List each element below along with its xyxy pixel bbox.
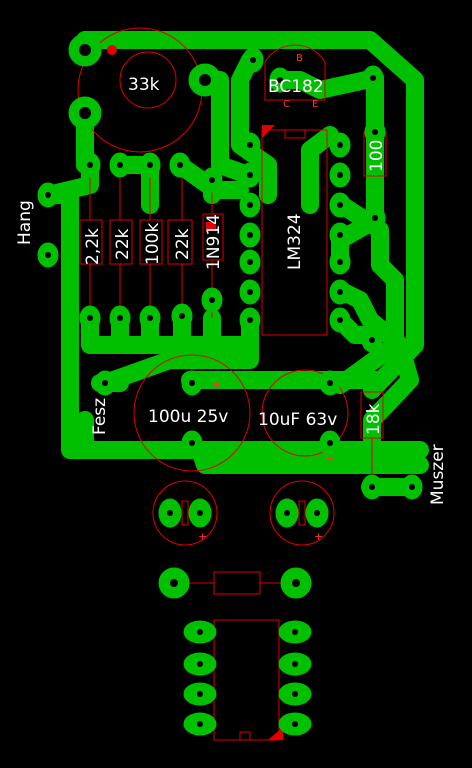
resistor-22k-a-label: 22k [113, 228, 133, 260]
transistor-pin-b-label: B [296, 53, 303, 64]
small-cap-1-plus-mark: + [198, 530, 207, 543]
cap-2-label: 10uF 63v [258, 410, 337, 430]
small-cap-2-plus-mark: + [314, 530, 323, 543]
diode-label: 1N914 [204, 214, 224, 270]
ic-label: LM324 [285, 213, 305, 270]
transistor-pin-e-label: E [312, 99, 318, 110]
transistor-label: BC182 [268, 77, 324, 97]
resistor-2k2-label: 2,2k [83, 228, 103, 265]
fesz-label: Fesz [90, 398, 110, 435]
drill-holes [45, 44, 415, 727]
resistor-100k-label: 100k [143, 223, 163, 265]
resistor-18k-label: 18k [364, 403, 384, 435]
hang-label: Hang [15, 200, 35, 245]
resistor-100-label: 100 [367, 140, 387, 172]
resistor-22k-b-label: 22k [173, 228, 193, 260]
pot-value-label: 33k [128, 75, 160, 95]
transistor-pin-c-label: C [283, 99, 290, 110]
cap-1-plus-mark: + [212, 378, 221, 391]
muszer-label: Muszer [428, 444, 448, 505]
cap-1-label: 100u 25v [148, 407, 228, 427]
pin1-markers [107, 45, 283, 740]
silkscreen [77, 27, 387, 741]
cap-2-plus-mark: + [325, 452, 334, 465]
